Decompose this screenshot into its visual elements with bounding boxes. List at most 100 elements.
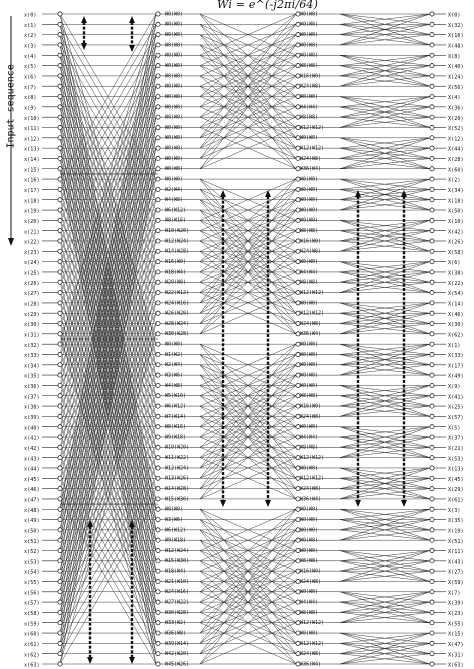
stage2-node (295, 32, 301, 38)
stage2-butterfly-edge (199, 612, 297, 654)
stage1-twiddle-label: W14(W28) (165, 486, 189, 492)
dashed-span-arrow-head-top (87, 520, 93, 527)
input-node (57, 83, 63, 89)
stage2-twiddle-label: W24(W8) (300, 84, 321, 90)
stage2-butterfly-edge (199, 622, 297, 665)
stage1-twiddle-label: W18(W4) (165, 269, 186, 275)
stage2-butterfly-edge (199, 209, 297, 293)
stage1-twiddle-label: W18(W4) (165, 569, 186, 575)
stage3-butterfly-edge (339, 312, 431, 335)
output-label: X(47) (448, 642, 464, 648)
stage3-butterfly-edge (339, 343, 431, 355)
input-label: x(31) (24, 332, 40, 338)
stage1-twiddle-label: W39(W14) (165, 641, 189, 647)
stage2-node (295, 310, 301, 316)
stage1-node (155, 372, 161, 378)
stage1-node (155, 558, 161, 564)
stage1-node (155, 651, 161, 657)
stage3-butterfly-edge (339, 632, 431, 654)
stage3-butterfly-edge (339, 302, 431, 335)
input-label: x(43) (24, 456, 40, 462)
stage1-butterfly-edge (59, 282, 157, 613)
stage3-butterfly-edge (339, 282, 431, 293)
input-node (57, 661, 63, 667)
input-label: x(56) (24, 590, 40, 596)
stage1-twiddle-label: W24(W16) (165, 589, 189, 595)
input-node (57, 21, 63, 27)
stage1-twiddle-label: W6(W12) (165, 207, 186, 213)
stage2-node (295, 321, 301, 326)
stage3-butterfly-edge (339, 426, 431, 458)
stage2-node (295, 651, 301, 657)
stage1-butterfly-edge (59, 467, 157, 634)
stage2-node (295, 444, 301, 450)
stage1-butterfly-edge (59, 148, 157, 314)
input-label: x(61) (24, 642, 40, 648)
stage2-twiddle-label: W0(W0) (300, 187, 318, 193)
input-label: x(25) (24, 271, 40, 277)
input-label: x(9) (24, 105, 37, 111)
input-label: x(44) (24, 467, 40, 473)
output-label: X(40) (448, 64, 464, 70)
stage3-butterfly-edge (339, 364, 431, 376)
stage3-butterfly-edge (339, 395, 431, 417)
input-label: x(60) (24, 632, 40, 638)
stage3-butterfly-edge (339, 550, 431, 562)
stage1-twiddle-label: W0(W0) (165, 63, 183, 69)
stage1-node (155, 114, 161, 120)
stage2-butterfly-edge (199, 34, 297, 159)
stage2-node (295, 403, 301, 409)
stage2-twiddle-label: W0(W0) (300, 507, 318, 513)
stage3-butterfly-edge (339, 55, 431, 87)
stage2-butterfly-edge (199, 44, 297, 128)
input-node (57, 186, 63, 192)
stage2-twiddle-label: W24(W8) (300, 414, 321, 420)
stage3-butterfly-edge (339, 343, 431, 376)
stage2-butterfly-edge (199, 34, 297, 118)
output-label: X(35) (448, 518, 464, 524)
stage3-butterfly-edge (339, 13, 431, 35)
stage3-butterfly-edge (339, 560, 431, 582)
output-label: X(37) (448, 436, 464, 442)
stage1-node (155, 228, 161, 234)
output-node (429, 372, 435, 378)
output-node (429, 496, 435, 502)
output-label: X(56) (448, 85, 464, 91)
stage2-butterfly-edge (199, 364, 297, 489)
output-label: X(26) (448, 240, 464, 246)
input-label: x(16) (24, 178, 40, 184)
input-node (57, 517, 63, 523)
stage2-twiddle-label: W0(W0) (300, 207, 318, 213)
stage1-butterfly-edge (59, 168, 157, 665)
output-node (429, 403, 435, 409)
output-node (429, 486, 435, 492)
input-label: x(57) (24, 601, 40, 607)
stage1-node (155, 527, 161, 533)
input-node (57, 568, 63, 574)
stage1-twiddle-label: W8(W16) (165, 218, 186, 224)
stage2-node (295, 434, 301, 440)
output-node (429, 558, 435, 564)
stage1-twiddle-label: W4(W8) (165, 383, 183, 389)
stage2-node (295, 393, 301, 399)
stage2-twiddle-label: W0(W0) (300, 538, 318, 544)
stage2-twiddle-label: W12(W12) (300, 290, 324, 296)
stage1-butterfly-edge (59, 168, 157, 499)
stage3-butterfly-edge (339, 478, 431, 500)
output-node (429, 579, 435, 584)
input-node (57, 558, 63, 564)
output-label: X(46) (448, 312, 464, 318)
stage1-twiddle-label: W21(W10) (165, 579, 189, 585)
stage2-twiddle-label: W24(W8) (300, 486, 321, 492)
dashed-span-arrow-head-bottom (81, 43, 87, 50)
stage2-node (295, 548, 301, 553)
output-label: X(1) (448, 343, 461, 349)
output-node (429, 269, 435, 275)
stage2-twiddle-label: W0(W0) (300, 11, 318, 17)
stage1-node (155, 135, 161, 141)
stage2-node (295, 11, 301, 17)
stage2-node (295, 568, 301, 574)
stage1-node (155, 609, 161, 615)
stage1-node (155, 42, 161, 48)
output-node (429, 362, 435, 368)
